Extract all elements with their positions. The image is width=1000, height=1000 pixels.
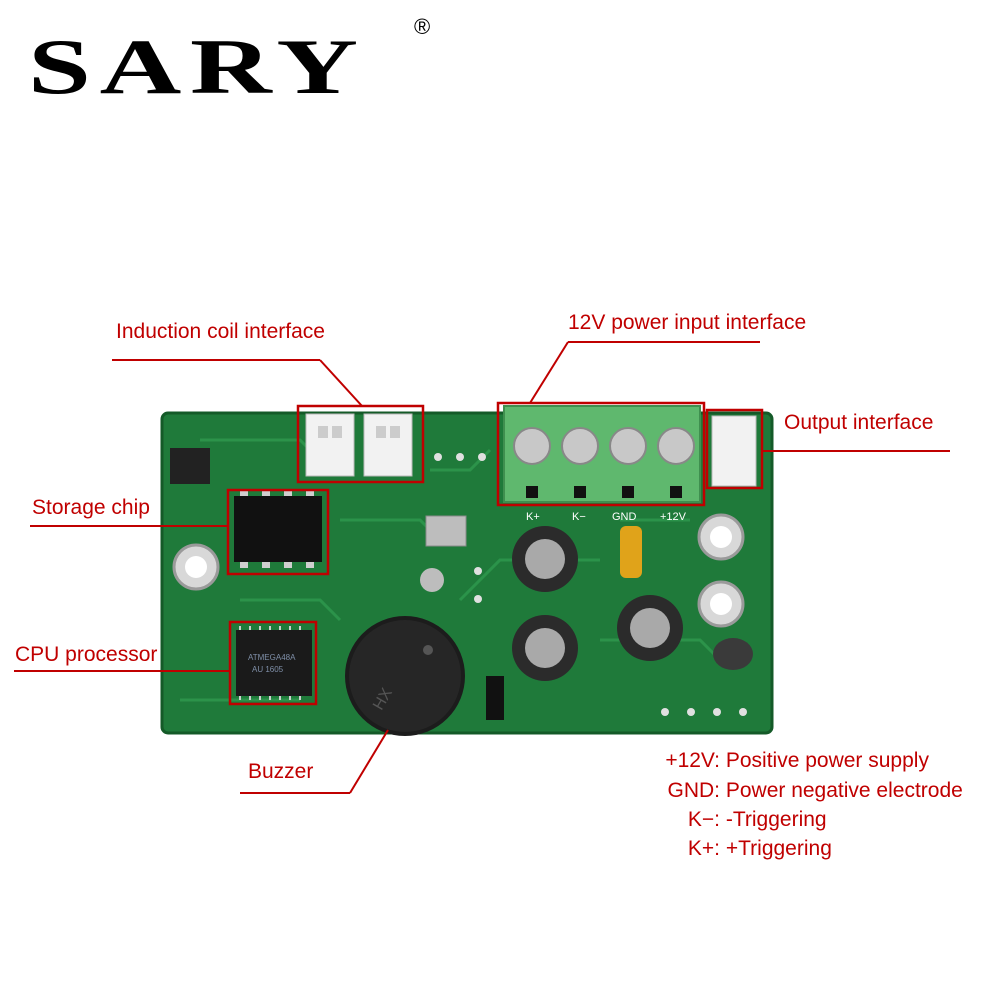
legend-desc: +Triggering [725, 837, 832, 860]
legend-key: K−: [687, 808, 720, 831]
label-buzzer: Buzzer [248, 760, 314, 783]
terminal-silkscreen: K+ K− GND +12V [526, 511, 687, 523]
mounting-holes [172, 513, 745, 628]
header-pins [434, 453, 747, 716]
legend-desc: Power negative electrode [725, 779, 963, 802]
legend-key: K+: [687, 837, 720, 860]
legend-key: GND: [667, 779, 721, 802]
capacitors [512, 526, 683, 681]
label-storage-chip: Storage chip [32, 496, 150, 519]
legend-desc: -Triggering [725, 808, 827, 831]
storage-chip-ic [234, 490, 322, 568]
label-power-input: 12V power input interface [568, 311, 807, 334]
sensor-component [425, 515, 467, 547]
pin-12v: +12V [660, 511, 687, 523]
chip-text-1: ATMEGA48A [248, 653, 296, 662]
legend-row-12v: +12V: Positive power supply [652, 749, 929, 773]
small-ic [170, 448, 210, 484]
label-cpu: CPU processor [15, 643, 158, 666]
legend-row-gnd: GND: Power negative electrode [652, 779, 963, 803]
highlight-boxes [226, 401, 764, 706]
terminal-block [503, 405, 701, 503]
brand-logo: SARY [28, 23, 367, 110]
output-connector [711, 415, 757, 487]
yellow-capacitor [620, 526, 642, 578]
jumper-header [486, 676, 504, 720]
pin-k-plus: K+ [526, 511, 540, 523]
chip-text-2: AU 1605 [252, 665, 284, 674]
transistor [713, 638, 753, 670]
cpu-ic [236, 626, 312, 700]
label-output: Output interface [784, 411, 934, 434]
legend-desc: Positive power supply [725, 749, 929, 772]
led [420, 568, 444, 592]
label-induction-coil: Induction coil interface [116, 320, 325, 343]
legend-key: +12V: [665, 749, 720, 772]
leader-lines [14, 341, 950, 794]
pin-gnd: GND [612, 511, 637, 523]
pin-k-minus: K− [572, 511, 586, 523]
registered-mark: ® [414, 14, 431, 39]
legend-row-k-plus: K+: +Triggering [652, 837, 832, 861]
coil-connectors [305, 413, 413, 477]
legend-row-k-minus: K−: -Triggering [652, 808, 827, 832]
buzzer-component [345, 616, 465, 736]
